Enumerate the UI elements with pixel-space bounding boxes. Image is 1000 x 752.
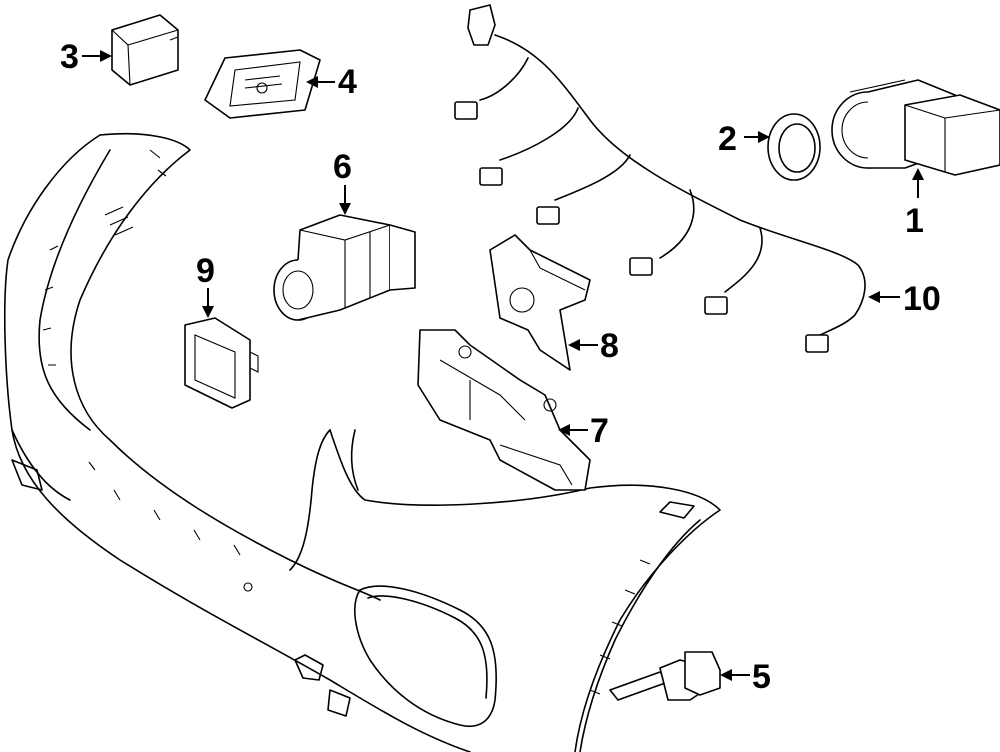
bracket-part-7 <box>417 329 591 491</box>
temperature-sensor-part-5 <box>609 651 721 701</box>
callout-label-7: 7 <box>590 412 609 450</box>
callout-6: 6 <box>333 148 352 215</box>
callout-1: 1 <box>905 168 924 240</box>
callout-label-3: 3 <box>60 38 79 76</box>
callout-label-5: 5 <box>752 658 771 696</box>
callout-label-9: 9 <box>196 252 215 290</box>
park-sensor-part-1 <box>831 79 1000 176</box>
callout-3: 3 <box>60 38 112 76</box>
callout-4: 4 <box>306 63 357 101</box>
bumper-cover <box>3 132 721 752</box>
callout-8: 8 <box>568 327 619 365</box>
control-module-part-3 <box>111 14 179 86</box>
callout-7: 7 <box>558 412 609 450</box>
callout-label-10: 10 <box>903 280 941 318</box>
sensor-part-6 <box>273 214 416 321</box>
bracket-part-4 <box>204 49 321 119</box>
callout-label-8: 8 <box>600 327 619 365</box>
callout-label-2: 2 <box>718 120 737 158</box>
callout-label-4: 4 <box>338 63 357 101</box>
callout-5: 5 <box>720 658 771 696</box>
sensor-ring-part-2 <box>767 113 821 181</box>
sensor-bracket-part-8 <box>489 234 591 371</box>
callout-9: 9 <box>196 252 215 318</box>
callout-label-6: 6 <box>333 148 352 186</box>
callout-2: 2 <box>718 120 770 158</box>
callout-label-1: 1 <box>905 202 924 240</box>
module-part-9 <box>184 317 259 409</box>
wiring-harness-part-10 <box>454 4 866 353</box>
callout-10: 10 <box>868 280 941 318</box>
